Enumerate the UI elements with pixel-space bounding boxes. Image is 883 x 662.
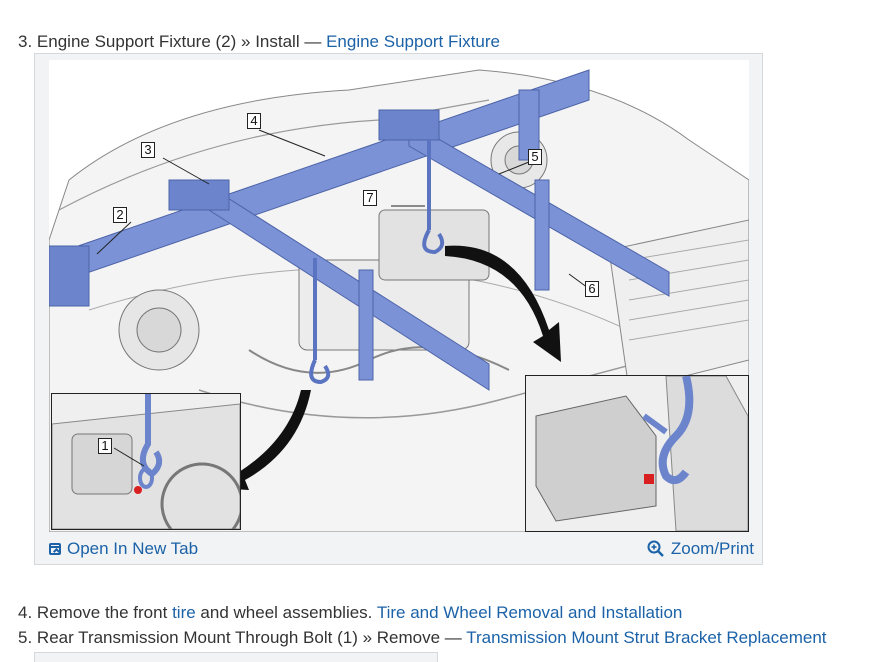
step-4-text-after: and wheel assemblies.: [200, 603, 373, 622]
step-5-text: Rear Transmission Mount Through Bolt (1)…: [36, 628, 462, 647]
zoom-in-icon: [647, 540, 664, 557]
tire-link[interactable]: tire: [172, 603, 196, 622]
step-3-text: Engine Support Fixture (2) » Install —: [36, 32, 322, 51]
step-5: 5. Rear Transmission Mount Through Bolt …: [18, 628, 827, 648]
engine-support-fixture-link[interactable]: Engine Support Fixture: [326, 32, 500, 51]
open-in-new-tab-button[interactable]: Open In New Tab: [49, 539, 198, 559]
step-4-number: 4.: [18, 603, 33, 622]
figure-engine-support-fixture: 2 3 4 5 6 7 1 Open In New Tab: [34, 53, 763, 565]
step-3-number: 3.: [18, 32, 33, 51]
callout-5: 5: [528, 149, 542, 165]
step-4-text-before: Remove the front: [36, 603, 168, 622]
inset-right-illustration: [526, 375, 749, 532]
step-3: 3. Engine Support Fixture (2) » Install …: [18, 32, 500, 52]
tire-wheel-removal-link[interactable]: Tire and Wheel Removal and Installation: [376, 603, 683, 622]
open-new-tab-icon: [49, 543, 61, 555]
zoom-print-label: Zoom/Print: [670, 539, 754, 558]
inset-detail-right: [525, 375, 749, 532]
transmission-mount-strut-link[interactable]: Transmission Mount Strut Bracket Replace…: [466, 628, 827, 647]
open-in-new-tab-label: Open In New Tab: [67, 539, 199, 558]
callout-7: 7: [363, 190, 377, 206]
inset-left-illustration: [51, 394, 244, 546]
callout-3: 3: [141, 142, 155, 158]
step-5-number: 5.: [18, 628, 33, 647]
inset-detail-left: 1: [51, 393, 244, 546]
callout-2: 2: [113, 207, 127, 223]
zoom-print-button[interactable]: Zoom/Print: [647, 539, 754, 559]
step-4: 4. Remove the front tire and wheel assem…: [18, 603, 682, 623]
next-figure-partial: [34, 652, 438, 662]
callout-4: 4: [247, 113, 261, 129]
callout-6: 6: [585, 281, 599, 297]
callout-1: 1: [98, 438, 112, 454]
figure-footer: Open In New Tab Zoom/Print: [35, 535, 762, 563]
